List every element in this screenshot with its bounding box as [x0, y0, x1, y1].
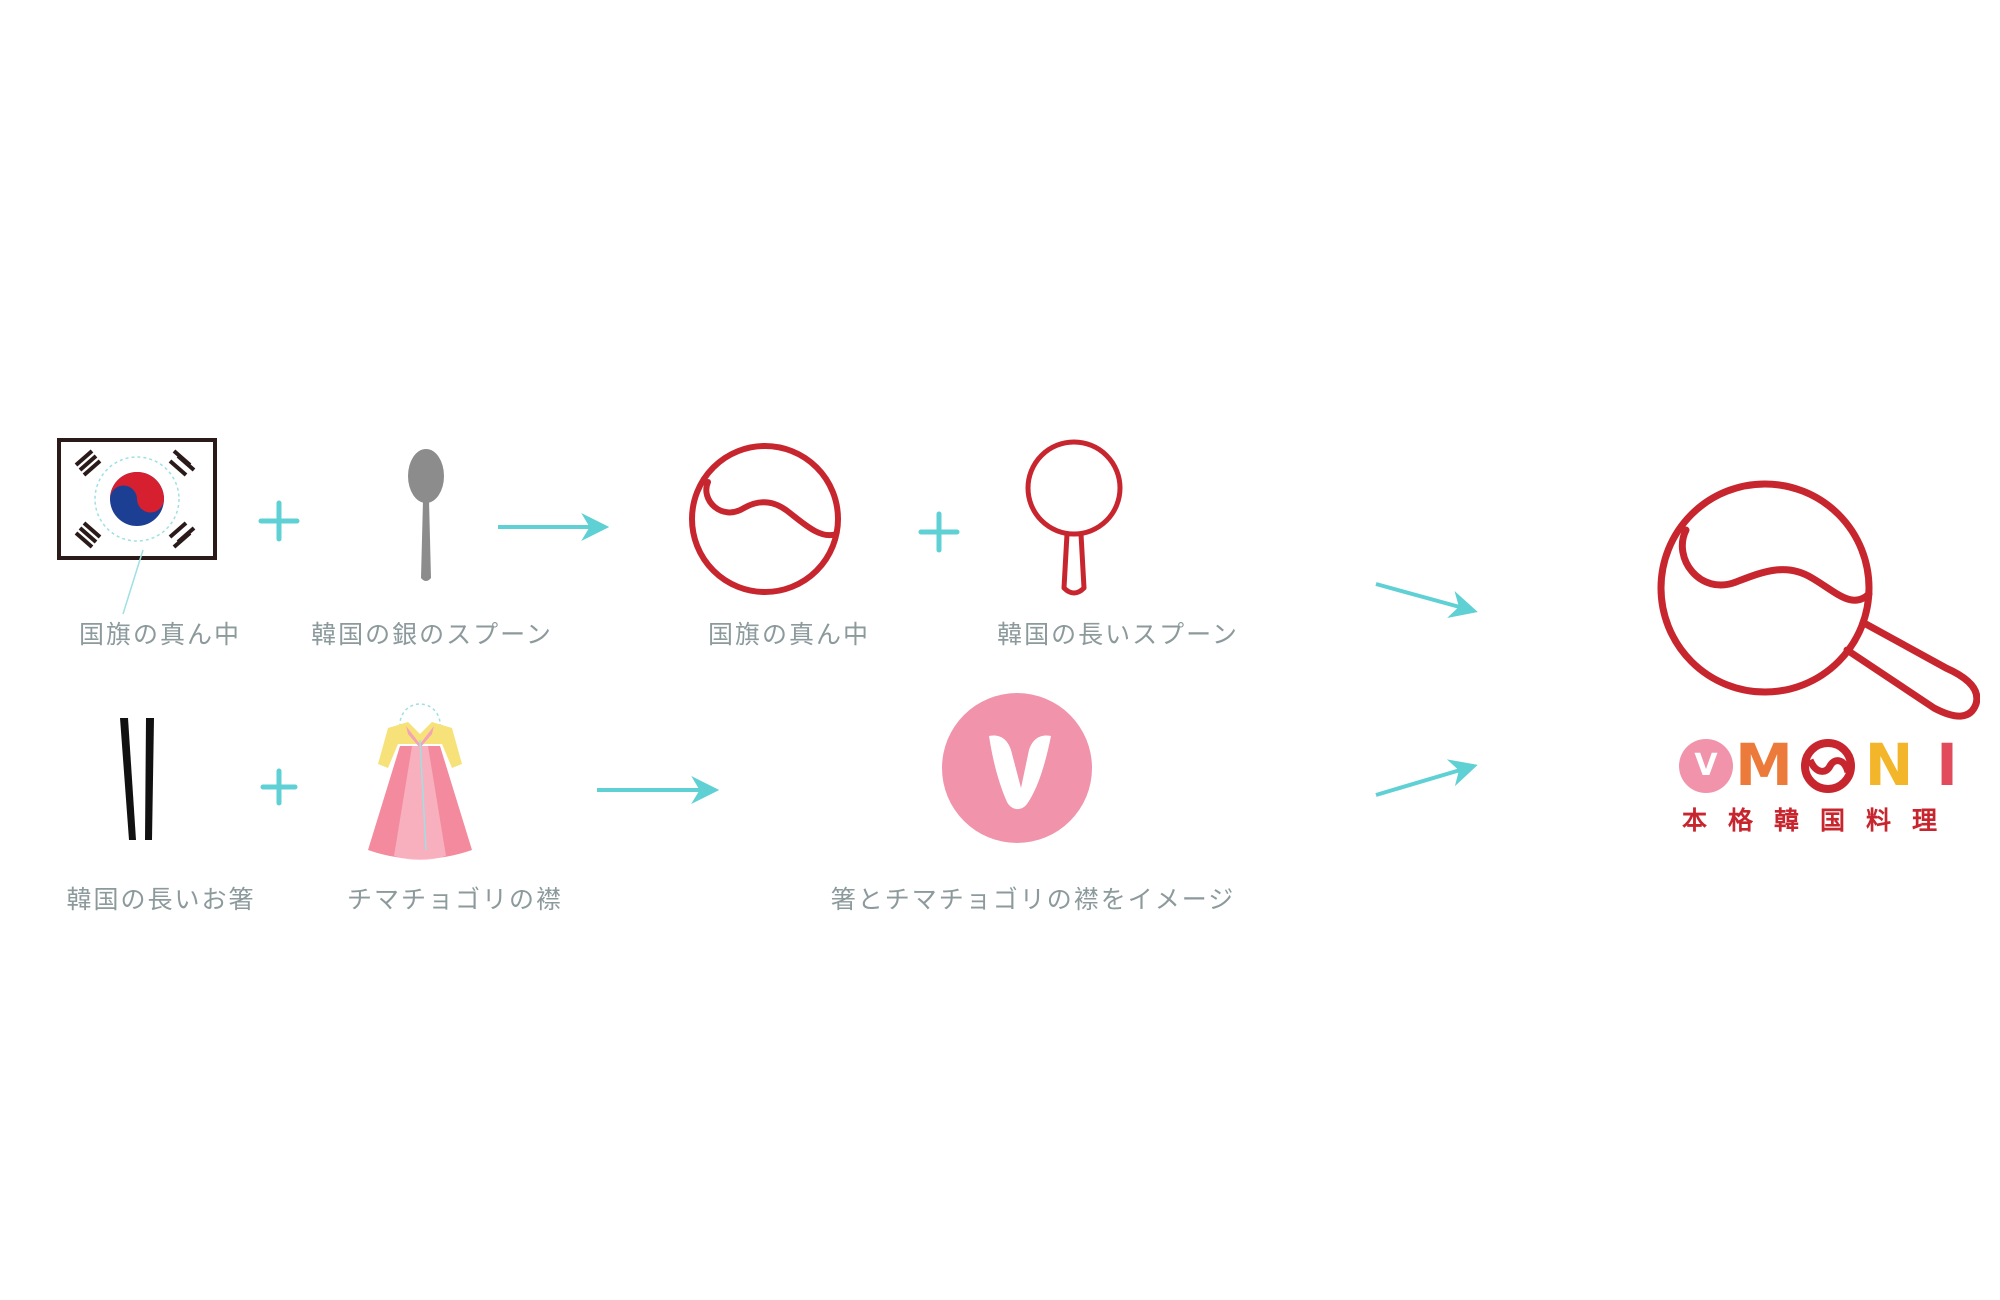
brand-letter-m: M — [1735, 731, 1793, 799]
chopsticks-icon — [120, 718, 154, 840]
label-collar-image: 箸とチマチョゴリの襟をイメージ — [830, 885, 1236, 914]
brand-letter-o-icon — [1801, 739, 1855, 793]
label-chopsticks: 韓国の長いお箸 — [66, 885, 256, 914]
hanbok-icon — [368, 703, 472, 860]
plus-icon — [258, 500, 300, 542]
taegeuk-circle-icon — [689, 443, 841, 595]
brand-badge-icon — [1679, 739, 1733, 793]
brand-subtitle: 本格韓国料理 — [1682, 806, 1959, 835]
brand-letter-n: N — [1864, 731, 1914, 799]
label-long-spoon: 韓国の長いスプーン — [997, 620, 1239, 649]
korean-flag-icon — [57, 438, 217, 560]
arrow-icon — [1375, 759, 1478, 797]
plus-icon — [918, 511, 960, 553]
arrow-icon — [1375, 582, 1478, 619]
label-flag-center-2: 国旗の真ん中 — [707, 620, 871, 649]
plus-icon — [260, 768, 298, 806]
label-collar: チマチョゴリの襟 — [346, 885, 564, 914]
brand-letter-i: I — [1936, 731, 1958, 799]
long-spoon-outline-icon — [1025, 439, 1123, 596]
v-badge-icon — [942, 693, 1092, 843]
label-silver-spoon: 韓国の銀のスプーン — [311, 620, 553, 649]
label-flag-center: 国旗の真ん中 — [78, 620, 242, 649]
silver-spoon-icon — [408, 449, 444, 581]
flag-pointer-line — [122, 549, 144, 615]
brand-badge-letter: V — [1694, 748, 1718, 783]
brand-letter-o: O — [1803, 736, 1852, 794]
omoni-magnifier-logo-icon — [1657, 480, 1980, 720]
